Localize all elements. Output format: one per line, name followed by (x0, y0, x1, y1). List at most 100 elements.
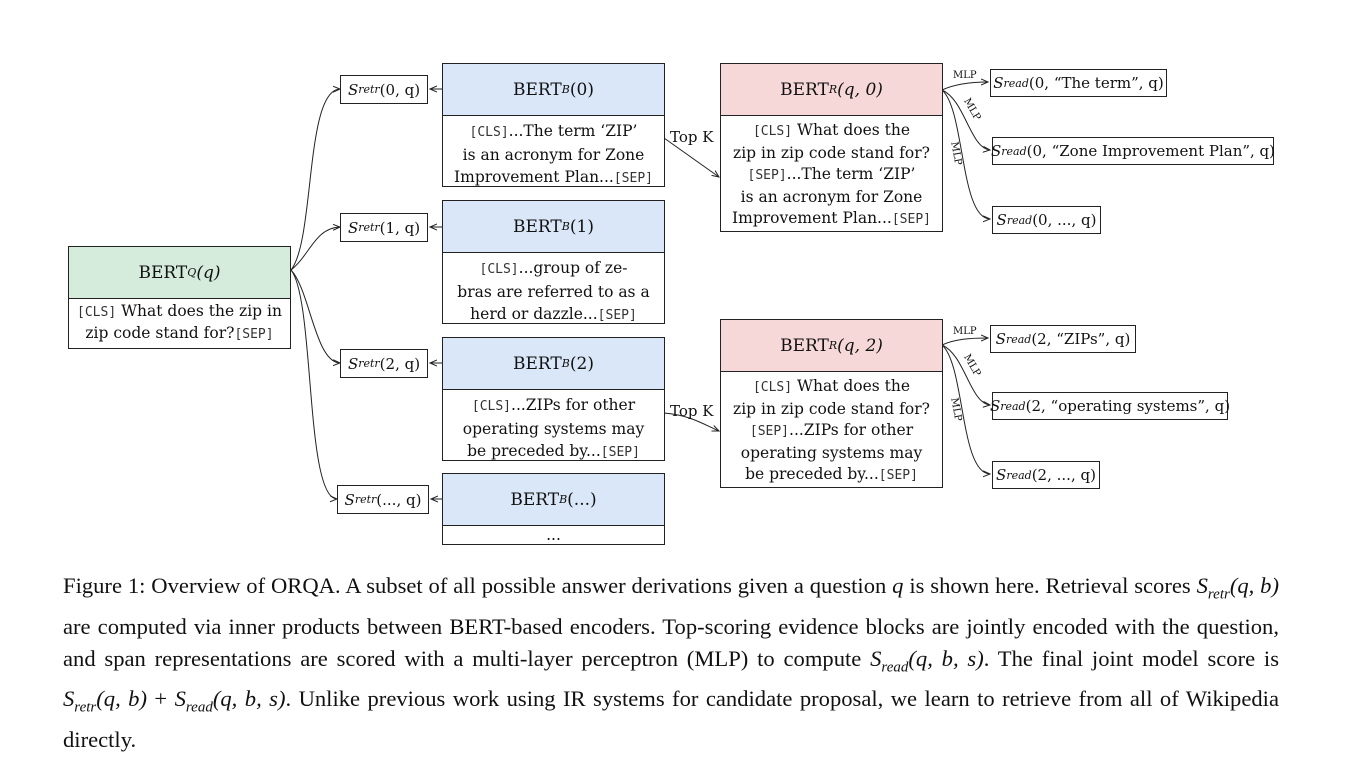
caption-math-sub: retr (74, 699, 97, 716)
edge-q-to-retr-3 (290, 269, 337, 499)
edge-mlp-2a (941, 338, 988, 346)
text-line: be preceded by... (745, 465, 879, 483)
caption-text: . Unlike previous work using IR systems … (63, 686, 1279, 752)
caption-math-sub: retr (1207, 586, 1230, 603)
title-sub: Q (187, 266, 197, 279)
title-arg: (...) (567, 489, 597, 510)
sep-token: [SEP] (613, 171, 653, 186)
score-sub: read (1006, 468, 1032, 482)
title-sub: R (828, 339, 838, 352)
score-sub: retr (358, 83, 380, 96)
evidence-block-text: [CLS]...ZIPs for other operating systems… (443, 390, 664, 464)
edge-mlp-2c (941, 344, 990, 474)
edge-mlp-0b (941, 89, 990, 150)
score-symbol: S (347, 80, 359, 99)
text-line: be preceded by... (467, 442, 601, 460)
text-line: Improvement Plan... (454, 168, 614, 186)
text-line: ...ZIPs for other (789, 421, 914, 439)
cls-token: [CLS] (752, 380, 793, 395)
sep-token: [SEP] (878, 468, 918, 483)
title-main: BERT (513, 216, 562, 237)
score-args: (1, q) (379, 218, 421, 237)
score-sub: read (1006, 213, 1033, 227)
score-sub: read (1000, 399, 1026, 413)
score-symbol: S (344, 490, 355, 509)
score-args: (2, “operating systems”, q) (1025, 397, 1231, 415)
title-main: BERT (510, 489, 560, 510)
question-line-2: zip code stand for? (85, 324, 235, 342)
mlp-label: MLP (953, 70, 977, 81)
score-args: (0, “The term”, q) (1028, 74, 1164, 92)
score-args: (0, “Zone Improvement Plan”, q) (1026, 142, 1276, 160)
caption-text: is shown here. Retrieval scores (903, 573, 1197, 598)
sep-token: [SEP] (891, 212, 931, 227)
figure-caption: Figure 1: Overview of ORQA. A subset of … (63, 570, 1279, 756)
sep-token: [SEP] (597, 308, 637, 323)
score-sub: retr (354, 493, 377, 506)
edge-q-to-retr-0 (290, 89, 340, 271)
evidence-block-text: [CLS]...The term ‘ZIP’ is an acronym for… (443, 116, 664, 190)
evidence-block-text: [CLS]...group of ze- bras are referred t… (443, 253, 664, 327)
text-line: is an acronym for Zone (462, 146, 645, 164)
text-line: operating systems may (740, 443, 923, 462)
text-line: herd or dazzle... (470, 305, 598, 323)
title-sub: B (561, 357, 570, 370)
text-line: Improvement Plan... (732, 209, 892, 227)
score-sub: read (1001, 144, 1027, 158)
caption-text: are computed via inner products between … (63, 613, 1279, 671)
cls-token: [CLS] (752, 124, 793, 139)
caption-math: S (63, 686, 75, 712)
text-line: What does the (797, 377, 911, 395)
caption-math: (q, b) (96, 686, 147, 712)
cls-token: [CLS] (469, 125, 509, 140)
text-line: What does the (797, 121, 911, 139)
text-line: ...The term ‘ZIP’ (786, 165, 916, 183)
sep-token: [SEP] (747, 168, 787, 183)
score-symbol: S (989, 397, 1001, 415)
edge-topk-0 (663, 137, 719, 177)
score-args: (..., q) (376, 490, 422, 509)
score-args: (0, ..., q) (1032, 211, 1097, 229)
mlp-label: MLP (953, 326, 977, 337)
title-arg: (q) (196, 262, 221, 283)
score-args: (2, ..., q) (1031, 466, 1096, 484)
caption-math: (q, b, s) (212, 686, 286, 712)
score-symbol: S (995, 330, 1006, 348)
caption-math: (q, b) (1229, 573, 1279, 598)
title-arg: (0) (569, 79, 594, 100)
sep-token: [SEP] (749, 424, 790, 439)
evidence-block-text: ... (443, 526, 664, 544)
question-encoder-text: [CLS] What does the zip in zip code stan… (69, 299, 290, 345)
caption-text: Figure 1: Overview of ORQA. A subset of … (63, 573, 893, 598)
score-args: (2, q) (379, 354, 421, 373)
title-main: BERT (780, 335, 829, 356)
text-line: is an acronym for Zone (740, 187, 923, 206)
text-line: operating systems may (462, 420, 645, 438)
caption-text: + (146, 686, 175, 712)
edge-topk-2 (663, 412, 719, 431)
title-main: BERT (513, 353, 562, 374)
title-main: BERT (138, 262, 188, 283)
edge-mlp-0a (941, 82, 988, 91)
title-main: BERT (513, 79, 562, 100)
score-symbol: S (996, 211, 1007, 229)
text-line: ... (546, 526, 561, 544)
score-sub: retr (358, 357, 380, 370)
edge-mlp-2b (941, 344, 990, 405)
text-line: bras are referred to as a (457, 283, 650, 301)
sep-token: [SEP] (600, 445, 640, 460)
score-sub: read (1005, 332, 1032, 346)
topk-label-2: Top K (670, 402, 714, 420)
topk-label-0: Top K (670, 128, 714, 146)
